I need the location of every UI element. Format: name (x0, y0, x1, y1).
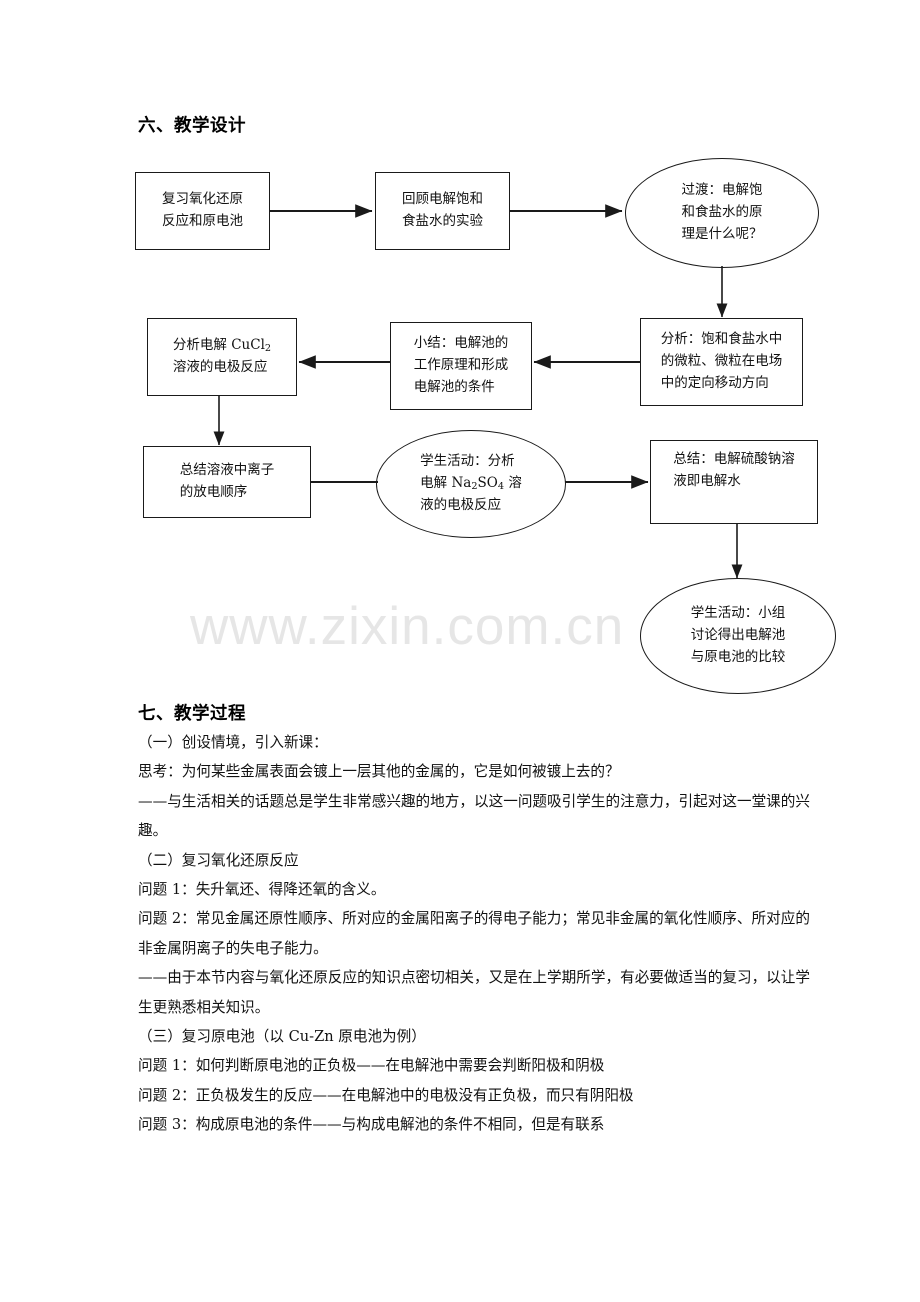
flow-node-text: 回顾电解饱和 食盐水的实验 (402, 191, 483, 229)
body-line: 思考：为何某些金属表面会镀上一层其他的金属的，它是如何被镀上去的？ (138, 763, 620, 781)
flow-node-text: 过渡：电解饱 和食盐水的原 理是什么呢？ (681, 182, 763, 242)
na2so4-line3: 液的电极反应 (420, 496, 502, 513)
teaching-design-flowchart: 复习氧化还原 反应和原电池 回顾电解饱和 食盐水的实验 过渡：电解饱 和食盐水的… (135, 158, 836, 694)
teaching-process-body: （一）创设情境，引入新课： 思考：为何某些金属表面会镀上一层其他的金属的，它是如… (138, 728, 810, 1140)
body-line: （二）复习氧化还原反应 (138, 851, 299, 869)
flow-node-text: 分析电解 CuCl2 溶液的电极反应 (167, 335, 277, 379)
na2so4-line1: 学生活动：分析 (420, 453, 515, 470)
flow-node-analyze-brine-particles: 分析：饱和食盐水中 的微粒、微粒在电场 中的定向移动方向 (640, 318, 803, 406)
flowchart-connectors (213, 204, 743, 579)
cucl2-line2: 溶液的电极反应 (172, 359, 268, 375)
body-line: ——由于本节内容与氧化还原反应的知识点密切相关，又是在上学期所学，有必要做适当的… (138, 969, 810, 1016)
cucl2-line1-prefix: 分析电解 CuCl (172, 337, 265, 354)
body-line: （一）创设情境，引入新课： (138, 734, 328, 751)
flow-node-text: 学生活动：分析电解 Na2SO4 溶液的电极反应 (414, 451, 528, 517)
body-line: 问题 2：正负极发生的反应——在电解池中的电极没有正负极，而只有阴阳极 (138, 1086, 634, 1104)
body-line: （三）复习原电池（以 Cu-Zn 原电池为例） (138, 1028, 426, 1046)
flow-node-text: 总结：电解硫酸钠溶 液即电解水 (673, 451, 795, 489)
na2so4-line2-prefix: 电解 Na (420, 475, 472, 492)
body-line: 问题 1：失升氧还、得降还氧的含义。 (138, 881, 386, 899)
flow-node-text: 总结溶液中离子 的放电顺序 (179, 462, 275, 500)
flow-node-text: 复习氧化还原 反应和原电池 (162, 191, 243, 229)
na2so4-subscript-o: 4 (497, 481, 505, 493)
flow-node-review-electrolysis-experiment: 回顾电解饱和 食盐水的实验 (375, 172, 510, 250)
page-heading-design: 六、教学设计 (138, 116, 246, 136)
flow-node-student-activity-na2so4: 学生活动：分析电解 Na2SO4 溶液的电极反应 (376, 430, 566, 538)
flow-node-text: 分析：饱和食盐水中 的微粒、微粒在电场 中的定向移动方向 (660, 331, 783, 391)
cucl2-subscript: 2 (264, 343, 272, 355)
na2so4-line2-mid: SO (477, 475, 498, 492)
flow-node-student-activity-group-discussion: 学生活动：小组 讨论得出电解池 与原电池的比较 (640, 578, 836, 694)
body-line: 问题 3：构成原电池的条件——与构成电解池的条件不相同，但是有联系 (138, 1116, 605, 1134)
body-line: 问题 2：常见金属还原性顺序、所对应的金属阳离子的得电子能力；常见非金属的氧化性… (138, 910, 810, 957)
body-line: ——与生活相关的话题总是学生非常感兴趣的地方，以这一问题吸引学生的注意力，引起对… (138, 792, 810, 840)
na2so4-line2-post: 溶 (504, 475, 522, 492)
flow-node-summary-ion-discharge-order: 总结溶液中离子 的放电顺序 (143, 446, 311, 518)
flow-node-summary-sodium-sulfate: 总结：电解硫酸钠溶 液即电解水 (650, 440, 818, 524)
flow-node-review-redox: 复习氧化还原 反应和原电池 (135, 172, 270, 250)
flow-node-text: 小结：电解池的 工作原理和形成 电解池的条件 (413, 335, 509, 395)
flow-node-summary-cell-principle: 小结：电解池的 工作原理和形成 电解池的条件 (390, 322, 532, 410)
flow-node-text: 学生活动：小组 讨论得出电解池 与原电池的比较 (690, 605, 786, 665)
body-line: 问题 1：如何判断原电池的正负极——在电解池中需要会判断阳极和阴极 (138, 1057, 605, 1075)
na2so4-subscript-na: 2 (471, 481, 478, 493)
flow-node-analyze-cucl2: 分析电解 CuCl2 溶液的电极反应 (147, 318, 297, 396)
flow-node-transition-question: 过渡：电解饱 和食盐水的原 理是什么呢？ (625, 158, 819, 268)
page-heading-process: 七、教学过程 (138, 704, 246, 724)
watermark-text: www.zixin.com.cn (190, 597, 625, 656)
